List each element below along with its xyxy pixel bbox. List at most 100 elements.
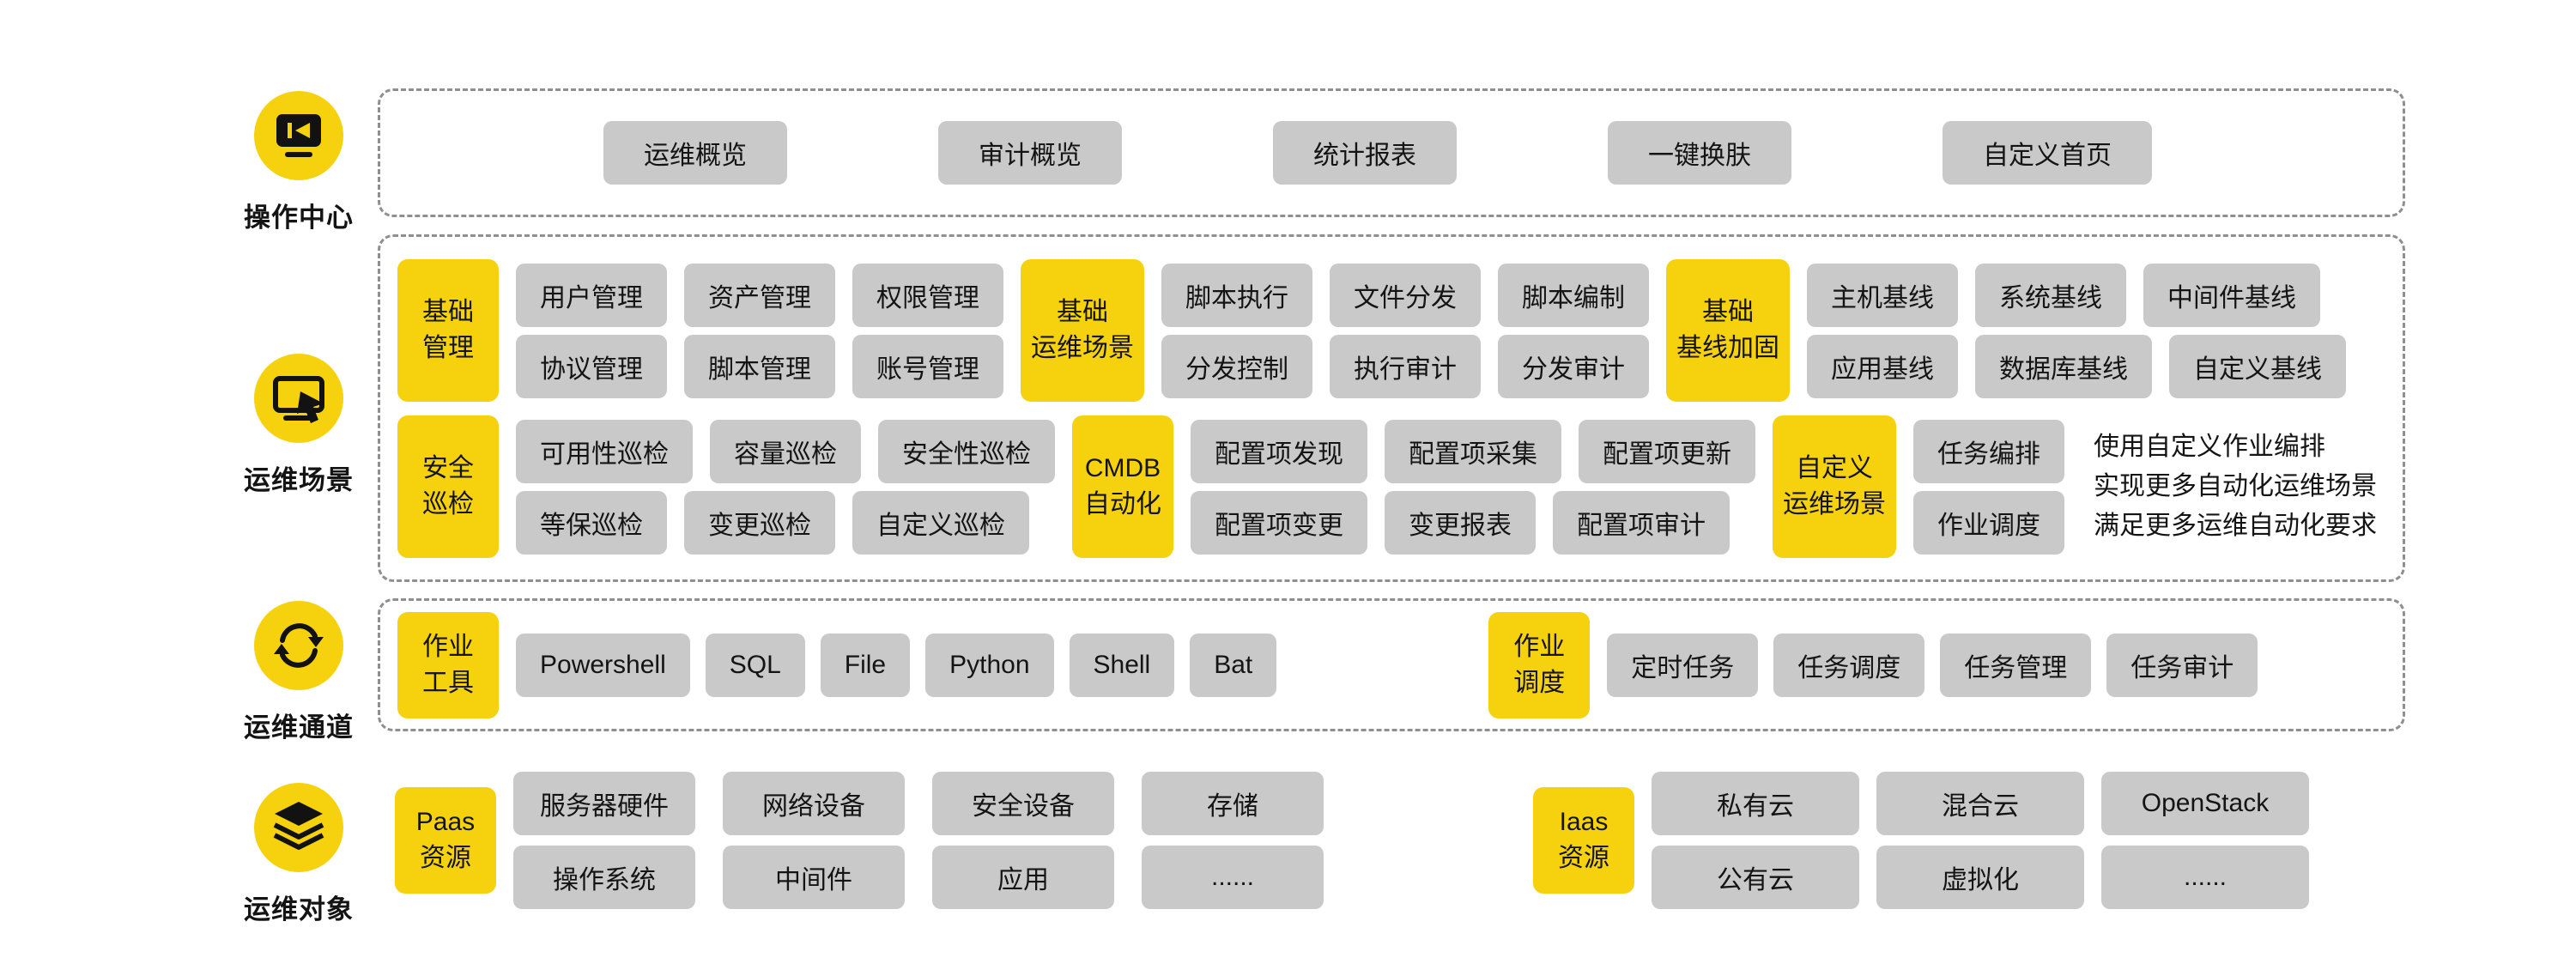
ops-object-icon-svg — [254, 783, 343, 872]
node-shell: Shell — [1069, 633, 1175, 697]
node-paas-more: ...... — [1142, 846, 1324, 909]
tag-line: 工具 — [422, 668, 474, 697]
operation-center-icon — [254, 91, 343, 180]
baseline-hardening-tag: 基础 基线加固 — [1666, 259, 1790, 402]
group-buttons: 可用性巡检 容量巡检 安全性巡检 等保巡检 变更巡检 自定义巡检 — [516, 419, 1055, 555]
node-ci-audit: 配置项审计 — [1553, 490, 1730, 555]
node-openstack: OpenStack — [2101, 772, 2309, 835]
job-tools-tag: 作业 工具 — [397, 611, 499, 718]
group-buttons: 配置项发现 配置项采集 配置项更新 配置项变更 变更报表 配置项审计 — [1191, 419, 1755, 555]
group-buttons: 脚本执行 文件分发 脚本编制 分发控制 执行审计 分发审计 — [1161, 263, 1649, 398]
node-classified-protection-inspection: 等保巡检 — [516, 490, 667, 555]
node-application: 应用 — [932, 846, 1114, 909]
node-timed-task: 定时任务 — [1607, 633, 1759, 697]
tag-line: 运维场景 — [1031, 334, 1134, 362]
tag-line: CMDB — [1084, 454, 1161, 482]
tag-line: 巡检 — [422, 490, 474, 518]
tag-line: 基础 — [1702, 298, 1754, 326]
group-buttons: 任务编排 作业调度 — [1913, 419, 2064, 555]
button-row: 配置项变更 变更报表 配置项审计 — [1191, 490, 1755, 555]
button-row: 协议管理 脚本管理 账号管理 — [516, 334, 1003, 398]
ops-objects-panel: Paas 资源 服务器硬件 网络设备 安全设备 存储 操作系统 中间件 应用 .… — [378, 767, 2405, 914]
tag-line: 管理 — [422, 334, 474, 362]
basic-management-tag: 基础 管理 — [397, 259, 499, 402]
tag-line: 自定义 — [1796, 454, 1873, 482]
tag-line: 安全 — [422, 454, 474, 482]
button-row: 分发控制 执行审计 分发审计 — [1161, 334, 1649, 398]
node-user-management: 用户管理 — [516, 263, 667, 327]
node-private-cloud: 私有云 — [1652, 772, 1859, 835]
tag-line: 运维场景 — [1783, 490, 1886, 518]
node-security-device: 安全设备 — [932, 772, 1114, 835]
tag-line: Paas — [415, 808, 476, 836]
button-row: 用户管理 资产管理 权限管理 — [516, 263, 1003, 327]
iaas-resource-tag: Iaas 资源 — [1533, 787, 1634, 894]
ops-object-icon — [254, 783, 343, 872]
group-cmdb-automation: CMDB 自动化 配置项发现 配置项采集 配置项更新 配置项变更 变更报表 配置… — [1072, 415, 1755, 558]
node-custom-baseline: 自定义基线 — [2169, 334, 2346, 398]
node-virtualization: 虚拟化 — [1876, 846, 2084, 909]
paas-resource-tag: Paas 资源 — [395, 787, 496, 894]
node-app-baseline: 应用基线 — [1807, 334, 1958, 398]
node-middleware-baseline: 中间件基线 — [2143, 263, 2320, 327]
job-schedule-tag: 作业 调度 — [1488, 611, 1591, 718]
group-basic-ops-scenario: 基础 运维场景 脚本执行 文件分发 脚本编制 分发控制 执行审计 分发审计 — [1021, 259, 1649, 402]
group-security-inspection: 安全 巡检 可用性巡检 容量巡检 安全性巡检 等保巡检 变更巡检 自定义巡检 — [397, 415, 1055, 558]
node-security-inspection: 安全性巡检 — [878, 419, 1055, 483]
node-task-audit: 任务审计 — [2106, 633, 2258, 697]
node-one-click-skin: 一键换肤 — [1608, 121, 1791, 185]
node-change-report: 变更报表 — [1385, 490, 1536, 555]
section-ops-objects: 运维对象 — [217, 783, 380, 926]
button-row: 可用性巡检 容量巡检 安全性巡检 — [516, 419, 1055, 483]
tag-line: 调度 — [1513, 668, 1566, 697]
node-statistic-report: 统计报表 — [1273, 121, 1457, 185]
tag-line: 自动化 — [1084, 490, 1161, 518]
ops-channel-panel: 作业 工具 Powershell SQL File Python Shell B… — [378, 598, 2405, 731]
node-system-baseline: 系统基线 — [1975, 263, 2126, 327]
button-row: 应用基线 数据库基线 自定义基线 — [1807, 334, 2346, 398]
iaas-resource-buttons: 私有云 混合云 OpenStack 公有云 虚拟化 ...... — [1652, 772, 2309, 909]
node-hybrid-cloud: 混合云 — [1876, 772, 2084, 835]
node-ops-overview: 运维概览 — [603, 121, 787, 185]
paas-resource-buttons: 服务器硬件 网络设备 安全设备 存储 操作系统 中间件 应用 ...... — [513, 772, 1324, 909]
node-task-management: 任务管理 — [1940, 633, 2092, 697]
ops-scenario-icon-svg — [254, 354, 343, 443]
group-custom-scenario: 自定义 运维场景 任务编排 作业调度 使用自定义作业编排 实现更多自动化运维场景… — [1773, 415, 2377, 558]
node-custom-homepage: 自定义首页 — [1943, 121, 2152, 185]
section-label-ops-scenarios: 运维场景 — [244, 465, 354, 495]
section-ops-channel: 运维通道 — [217, 601, 380, 744]
node-middleware: 中间件 — [723, 846, 905, 909]
job-tools-buttons: Powershell SQL File Python Shell Bat — [516, 633, 1277, 697]
tag-line: 基础 — [1057, 298, 1108, 326]
operation-center-panel: 运维概览 审计概览 统计报表 一键换肤 自定义首页 — [378, 88, 2405, 217]
node-job-scheduling: 作业调度 — [1913, 490, 2064, 555]
node-script-execution: 脚本执行 — [1161, 263, 1312, 327]
node-host-baseline: 主机基线 — [1807, 263, 1958, 327]
node-bat: Bat — [1190, 633, 1277, 697]
section-label-ops-objects: 运维对象 — [244, 894, 354, 925]
job-schedule-buttons: 定时任务 任务调度 任务管理 任务审计 — [1607, 633, 2258, 697]
node-sql: SQL — [705, 633, 805, 697]
tag-line: 基线加固 — [1676, 334, 1779, 362]
group-basic-management: 基础 管理 用户管理 资产管理 权限管理 协议管理 脚本管理 账号管理 — [397, 259, 1003, 402]
tag-line: 作业 — [422, 632, 474, 661]
note-line: 使用自定义作业编排 — [2094, 433, 2325, 461]
section-operation-center: 操作中心 — [217, 91, 380, 234]
node-availability-inspection: 可用性巡检 — [516, 419, 693, 483]
section-ops-scenarios: 运维场景 — [217, 354, 380, 497]
node-database-baseline: 数据库基线 — [1975, 334, 2152, 398]
node-ci-change: 配置项变更 — [1191, 490, 1367, 555]
custom-scenario-tag: 自定义 运维场景 — [1773, 415, 1896, 558]
tag-line: 资源 — [420, 844, 471, 872]
tag-line: Iaas — [1559, 808, 1609, 836]
node-capacity-inspection: 容量巡检 — [710, 419, 861, 483]
scenario-row-top: 基础 管理 用户管理 资产管理 权限管理 协议管理 脚本管理 账号管理 — [397, 259, 2403, 402]
node-task-orchestration: 任务编排 — [1913, 419, 2064, 483]
button-row: 等保巡检 变更巡检 自定义巡检 — [516, 490, 1055, 555]
node-operating-system: 操作系统 — [513, 846, 695, 909]
operation-center-icon-svg — [254, 91, 343, 180]
ops-scenarios-panel: 基础 管理 用户管理 资产管理 权限管理 协议管理 脚本管理 账号管理 — [378, 234, 2405, 582]
scenario-row-bottom: 安全 巡检 可用性巡检 容量巡检 安全性巡检 等保巡检 变更巡检 自定义巡检 — [397, 415, 2403, 558]
basic-ops-scenario-tag: 基础 运维场景 — [1021, 259, 1144, 402]
node-ci-discovery: 配置项发现 — [1191, 419, 1367, 483]
